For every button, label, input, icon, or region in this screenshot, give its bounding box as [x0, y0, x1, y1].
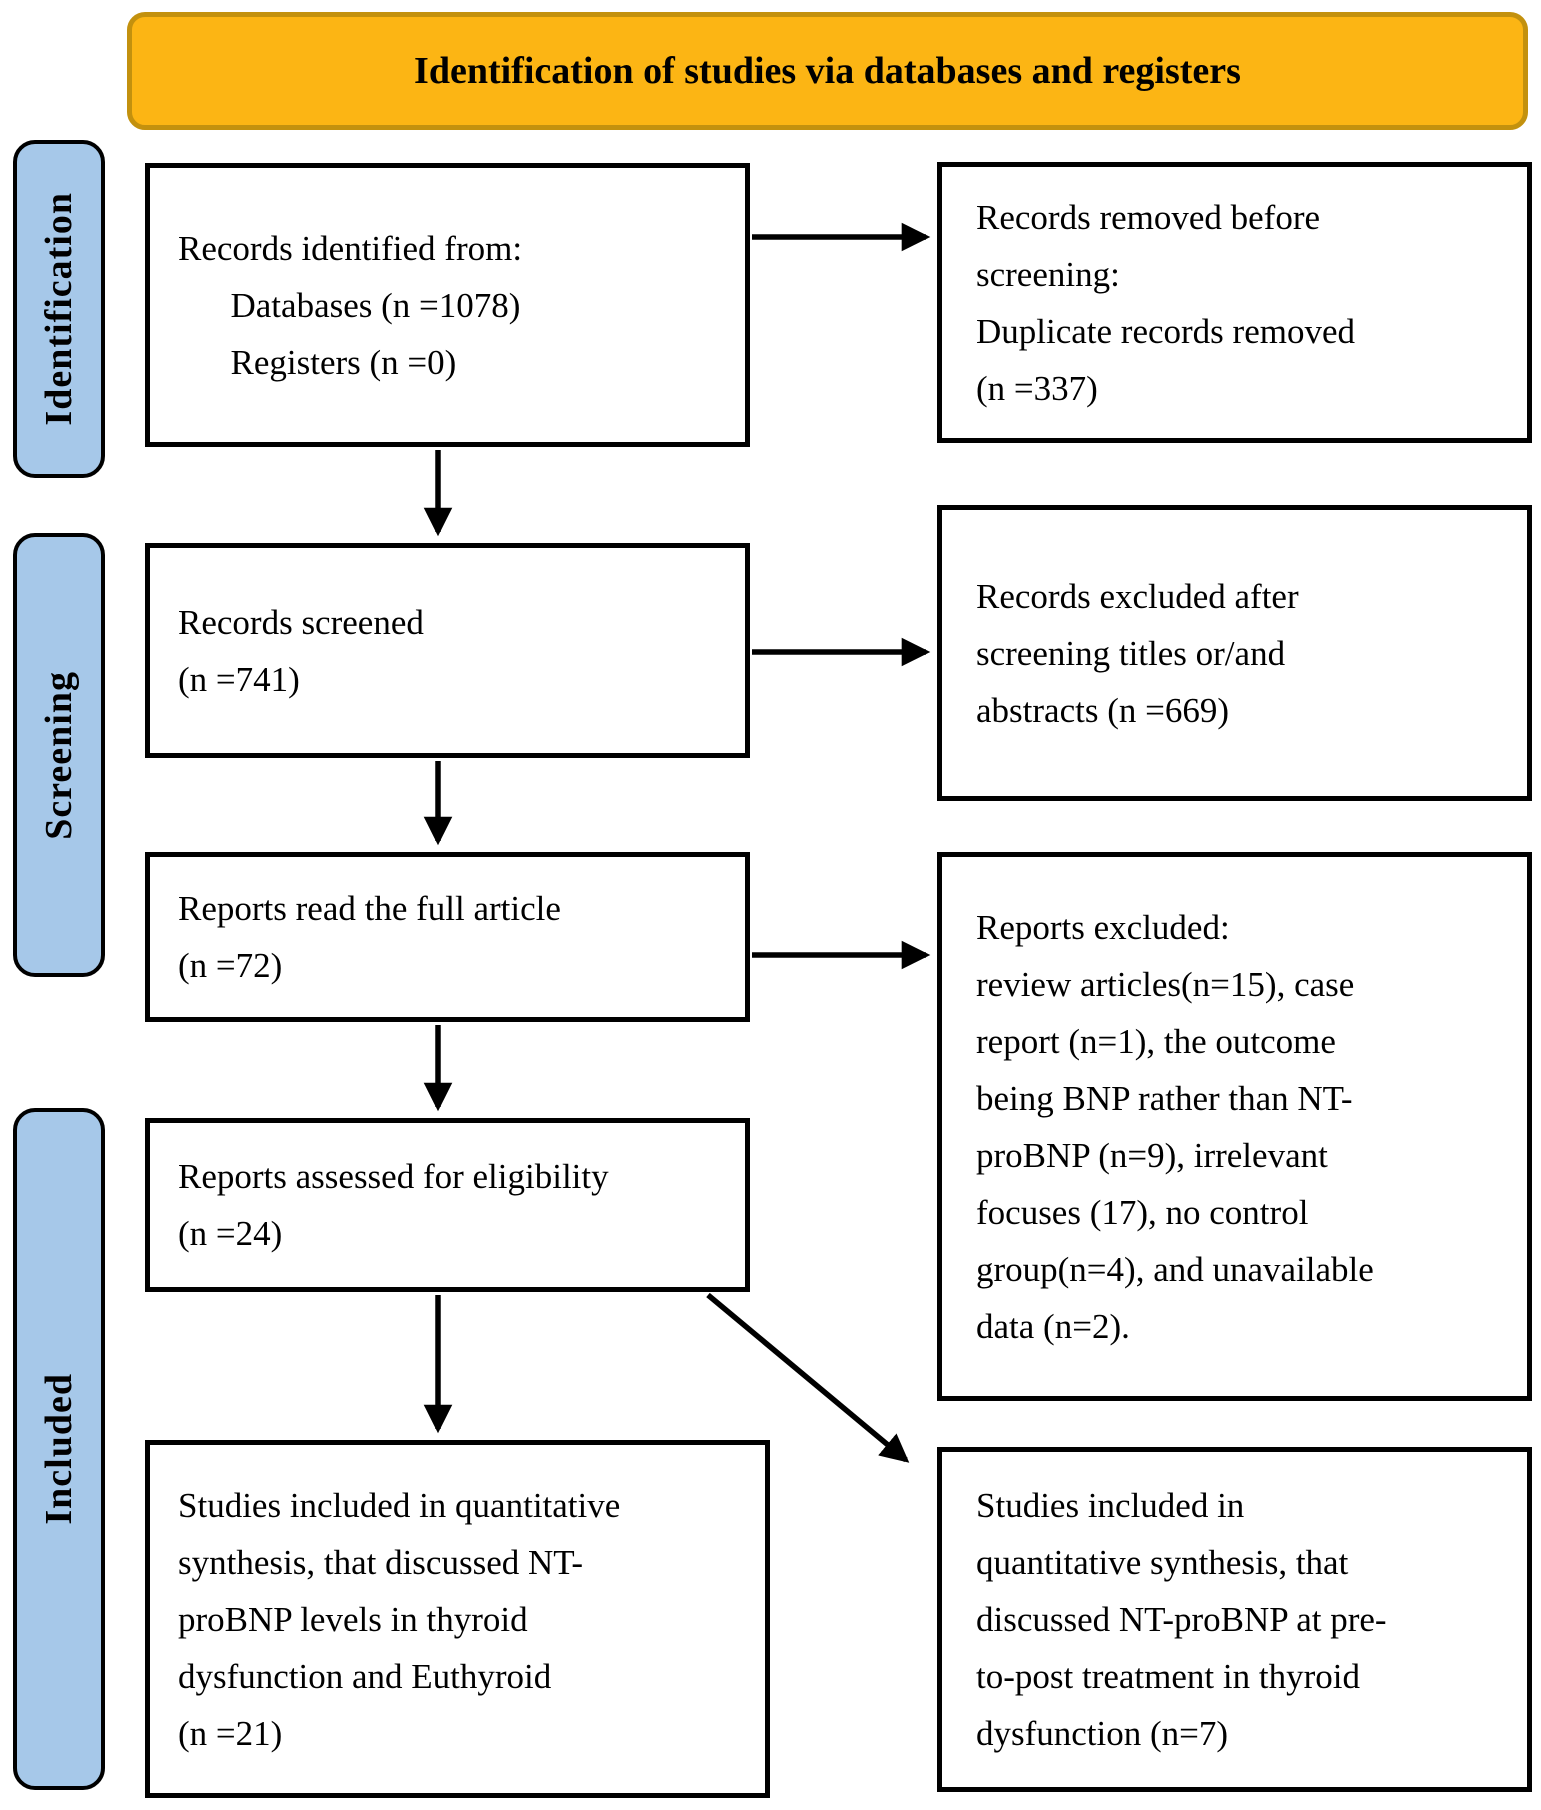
- stage-included: Included: [13, 1108, 105, 1790]
- box-records-identified-text: Records identified from: Databases (n =1…: [178, 228, 523, 382]
- stage-screening-label: Screening: [38, 670, 80, 840]
- box-records-identified: Records identified from: Databases (n =1…: [145, 163, 750, 447]
- box-records-removed: Records removed before screening: Duplic…: [937, 162, 1532, 443]
- box-reports-full-article: Reports read the full article (n =72): [145, 852, 750, 1022]
- box-reports-assessed: Reports assessed for eligibility (n =24): [145, 1118, 750, 1292]
- box-reports-excluded: Reports excluded: review articles(n=15),…: [937, 852, 1532, 1401]
- box-records-excluded-text: Records excluded after screening titles …: [976, 576, 1299, 730]
- stage-identification-label: Identification: [38, 192, 80, 426]
- banner-title: Identification of studies via databases …: [127, 12, 1528, 130]
- stage-identification: Identification: [13, 140, 105, 478]
- stage-included-label: Included: [38, 1373, 80, 1525]
- box-records-excluded: Records excluded after screening titles …: [937, 505, 1532, 801]
- box-included-pre-post-text: Studies included in quantitative synthes…: [976, 1486, 1387, 1753]
- arrow-assessed-to-pre-post: [706, 1292, 910, 1463]
- box-reports-excluded-text: Reports excluded: review articles(n=15),…: [976, 907, 1374, 1346]
- box-reports-full-article-text: Reports read the full article (n =72): [178, 889, 561, 985]
- box-records-screened-text: Records screened (n =741): [178, 602, 424, 699]
- box-included-pre-post: Studies included in quantitative synthes…: [937, 1447, 1532, 1792]
- box-records-removed-text: Records removed before screening: Duplic…: [976, 197, 1356, 408]
- box-records-screened: Records screened (n =741): [145, 543, 750, 758]
- box-included-synthesis: Studies included in quantitative synthes…: [145, 1440, 770, 1798]
- banner-title-text: Identification of studies via databases …: [414, 50, 1241, 92]
- stage-screening: Screening: [13, 533, 105, 977]
- box-reports-assessed-text: Reports assessed for eligibility (n =24): [178, 1157, 609, 1253]
- box-included-synthesis-text: Studies included in quantitative synthes…: [178, 1485, 621, 1753]
